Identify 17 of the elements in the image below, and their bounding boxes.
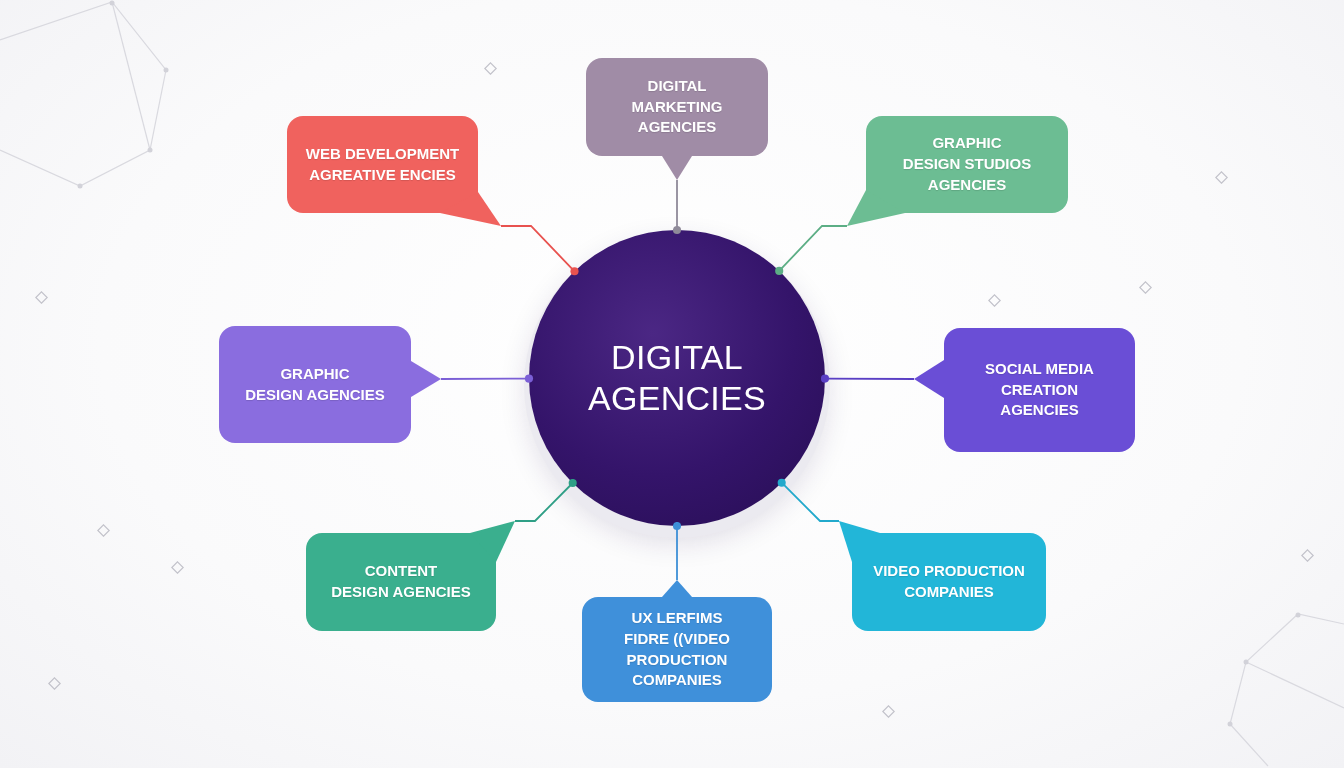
hub-title: DIGITAL AGENCIES [587, 337, 767, 419]
agency-label: DIGITAL MARKETING AGENCIES [631, 75, 723, 138]
connector-line [440, 374, 534, 383]
agency-label: SOCIAL MEDIA CREATION AGENCIES [985, 358, 1094, 421]
agency-label: VIDEO PRODUCTION COMPANIES [873, 561, 1025, 602]
agency-label: GRAPHIC DESIGN STUDIOS AGENCIES [902, 133, 1032, 195]
connector-line [820, 374, 915, 383]
connector-line [500, 225, 579, 276]
agency-label: UX LERFIMS FIDRE ((VIDEO PRODUCTION COMPANIES [624, 608, 730, 691]
agency-label: GRAPHIC DESIGN AGENCIES [245, 363, 385, 405]
agency-label: CONTENT DESIGN AGENCIES [331, 561, 471, 602]
connector-line [775, 225, 848, 275]
connector-line [672, 179, 682, 235]
connector-line [514, 478, 577, 522]
agency-label: WEB DEVELOPMENT AGREATIVE ENCIES [305, 143, 460, 185]
connector-line [777, 478, 840, 522]
connector-line [672, 521, 682, 581]
